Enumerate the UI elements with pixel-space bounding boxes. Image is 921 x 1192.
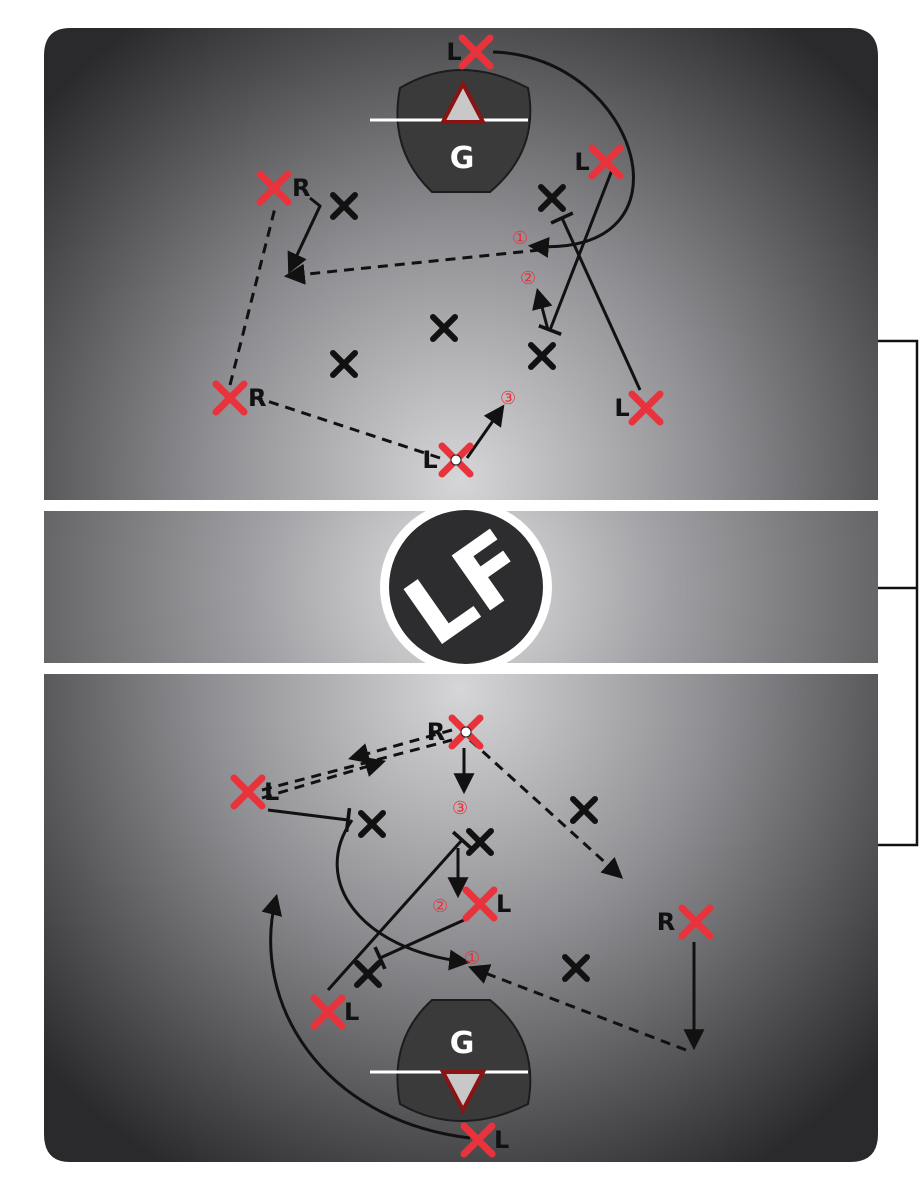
player-position-label: L [614, 394, 629, 422]
defense-player [466, 828, 494, 856]
center-logo: LF [380, 501, 552, 673]
defense-player [528, 342, 556, 370]
top-wing-pick-path [287, 196, 322, 274]
bottom-step-marker-3: ③ [452, 798, 468, 819]
bottom-step-marker-1: ① [464, 948, 480, 969]
offense-player: L [460, 1122, 509, 1158]
field-top-half [44, 28, 878, 500]
top-carrier-drive-path [465, 404, 505, 459]
offense-player: L [446, 34, 494, 70]
defense-player [330, 192, 358, 220]
offense-player: R [212, 380, 266, 416]
offense-player: R [256, 170, 310, 206]
player-position-label: R [248, 384, 266, 412]
top-movement-paths [228, 50, 642, 460]
player-position-label: L [264, 778, 279, 806]
offense-player: L [462, 886, 511, 922]
defense-player [570, 796, 598, 824]
offense-player: L [422, 442, 474, 478]
bottom-crease: G [370, 999, 532, 1122]
defense-player [430, 314, 458, 342]
defense-player [330, 350, 358, 378]
bottom-pass-to-left-2 [261, 756, 387, 800]
defense-player [354, 960, 382, 988]
player-position-label: L [344, 998, 359, 1026]
bottom-goal-icon [439, 1070, 487, 1115]
offense-player: R [427, 714, 484, 750]
side-bracket [878, 339, 919, 847]
top-crease-cut-path [492, 50, 635, 258]
top-goal-icon [439, 79, 487, 124]
top-point-pass-path [228, 207, 277, 386]
top-crease: G [370, 69, 532, 193]
offense-player: R [657, 904, 714, 940]
offense-player: L [574, 144, 624, 180]
offense-player: L [230, 774, 279, 810]
defense-player [538, 184, 566, 212]
bottom-step-marker-2: ② [432, 896, 448, 917]
bottom-movement-paths [261, 728, 705, 1140]
bottom-screen-line-1 [326, 830, 473, 991]
step-markers: ① ② ③ ③ ② ① [432, 228, 536, 969]
top-pick-path-2 [550, 211, 642, 391]
top-step-marker-2: ② [520, 268, 536, 289]
offense-player: L [614, 390, 664, 426]
ball-icon [450, 454, 462, 466]
defense-player [562, 954, 590, 982]
top-pick-path-1 [538, 169, 614, 337]
bottom-crease-cut-path [261, 893, 471, 1140]
player-position-label: R [292, 174, 310, 202]
top-ball-pass-path [283, 248, 541, 285]
bottom-screen-line-2 [373, 918, 465, 970]
player-position-label: R [657, 908, 675, 936]
player-position-label: L [574, 148, 589, 176]
defense-player [358, 810, 386, 838]
top-carrier-pass-path [257, 396, 441, 460]
top-step-marker-1: ① [512, 228, 528, 249]
player-position-label: L [422, 446, 437, 474]
top-step-marker-3: ③ [500, 388, 516, 409]
top-screen-arrow [532, 287, 553, 331]
ball-icon [460, 726, 472, 738]
bottom-pass-to-left-1 [347, 728, 453, 764]
bottom-goalie-label: G [450, 1026, 475, 1061]
players-layer: L L R R L L R L L R L L [212, 34, 714, 1158]
bottom-curl-path [335, 819, 471, 971]
bottom-left-pick [267, 807, 352, 833]
player-position-label: R [427, 718, 445, 746]
bottom-return-pass [468, 964, 687, 1052]
player-position-label: L [494, 1126, 509, 1154]
player-position-label: L [496, 890, 511, 918]
player-position-label: L [446, 38, 461, 66]
offense-player: L [310, 994, 359, 1030]
top-goalie-label: G [450, 141, 475, 176]
